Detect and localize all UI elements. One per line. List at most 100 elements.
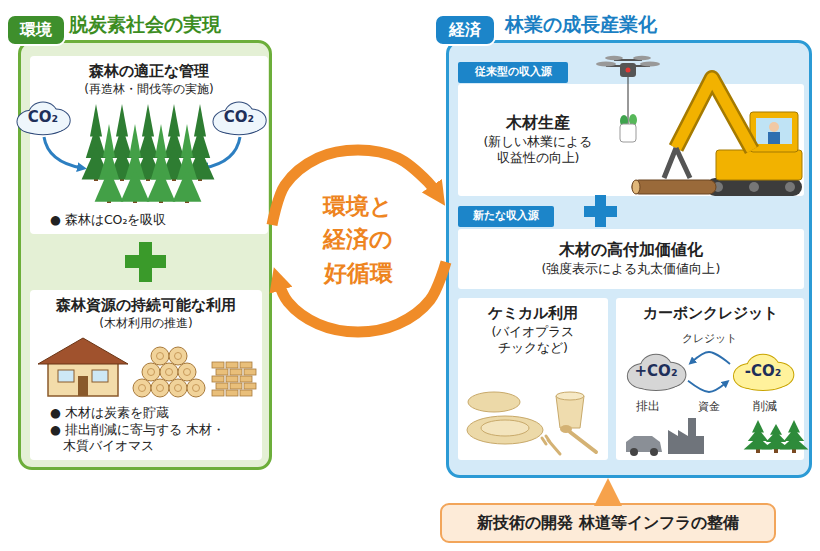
title-green: 脱炭素社会の実現	[69, 12, 221, 37]
tree-crown	[173, 168, 202, 201]
excavator-body	[716, 150, 802, 180]
lumber-plank	[212, 376, 224, 382]
bottom-text: 新技術の開発 林道等インフラの整備	[477, 513, 739, 534]
tableware-illustration	[467, 392, 596, 454]
house-window	[92, 370, 108, 382]
box-sub: (新しい林業による 収益性の向上)	[484, 134, 593, 167]
tag-text: 経済	[449, 20, 481, 41]
spoon	[570, 432, 596, 452]
edge-label: クレジット	[682, 331, 737, 346]
house-wall	[48, 360, 118, 396]
edge-label-text: 資金	[698, 400, 720, 413]
co2-cloud: +CO₂	[624, 352, 688, 392]
forest-illustration	[82, 104, 215, 203]
panel-tag: 経済	[434, 14, 496, 46]
lumber-plank	[216, 369, 228, 375]
income-box: 木材の高付加価値化(強度表示による丸太価値向上)	[458, 229, 804, 289]
cloud-text: CO₂	[28, 108, 58, 128]
lumber-plank	[230, 383, 242, 389]
box-title: 木材の高付加価値化	[559, 240, 703, 261]
absorb-tree-icons	[744, 420, 809, 453]
rotor	[596, 62, 616, 67]
boom	[676, 78, 752, 150]
log-end	[178, 363, 196, 381]
sec-sub: (木材利用の推進)	[99, 316, 192, 332]
edge-label: 資金	[698, 399, 720, 414]
log-end	[169, 379, 187, 397]
cloud-text: -CO₂	[745, 362, 782, 382]
plate	[467, 416, 543, 444]
log	[632, 180, 716, 194]
drone-illustration	[596, 56, 660, 142]
icon-caption-text: 削減	[753, 399, 777, 413]
tree-crown	[95, 168, 124, 201]
blue-plus	[584, 195, 617, 227]
emission-icons	[626, 418, 704, 456]
rotor	[640, 62, 660, 67]
center-text: 環境と 経済の 好循環	[323, 190, 393, 290]
box-sub: (バイオプラス チックなど)	[492, 324, 575, 357]
track	[706, 178, 802, 196]
co2-cloud: -CO₂	[730, 352, 796, 392]
lumber-plank	[244, 369, 256, 375]
lumber-pile	[212, 362, 256, 396]
lumber-plank	[216, 383, 228, 389]
box-title2: カーボンクレジット	[643, 304, 778, 324]
box-title2: ケミカル利用	[488, 304, 578, 324]
house-window	[58, 370, 74, 382]
log-end	[151, 379, 169, 397]
flow-arrow	[688, 381, 726, 392]
lumber-plank	[212, 390, 224, 396]
sec-sub: (再造林・間伐等の実施)	[84, 82, 213, 98]
box-title: 木材生産	[506, 113, 570, 134]
plus-bar	[584, 206, 617, 217]
flow-arrow	[692, 352, 730, 364]
plate	[468, 392, 520, 412]
lumber-plank	[230, 369, 242, 375]
house-roof	[38, 338, 128, 364]
tree-crown	[147, 168, 176, 201]
bullet: ● 木材は炭素を貯蔵	[50, 405, 240, 421]
bullet: ● 森林はCO₂を吸収	[50, 212, 240, 228]
cycle-arrow	[278, 262, 446, 332]
sec-title: 森林資源の持続可能な利用	[56, 296, 236, 316]
co2-cloud: CO₂	[14, 100, 72, 136]
cloud-text: +CO₂	[635, 362, 678, 382]
factory-icon	[668, 418, 704, 454]
edge-label-text: クレジット	[682, 332, 737, 345]
tag-text: 環境	[20, 20, 52, 41]
income-tag: 新たな収入源	[458, 206, 554, 227]
lumber-plank	[244, 383, 256, 389]
log-pile	[133, 347, 205, 397]
grapple	[664, 148, 690, 178]
tree-crown	[780, 437, 809, 450]
lumber-plank	[212, 362, 224, 368]
seedling-bag	[620, 124, 636, 142]
rotor	[633, 56, 651, 60]
lumber-plank	[240, 390, 252, 396]
box-sub: (強度表示による丸太価値向上)	[542, 261, 721, 277]
house-illustration	[38, 338, 128, 396]
log-end	[151, 347, 169, 365]
cycle-arrow	[272, 150, 437, 225]
lumber-plank	[240, 376, 252, 382]
plus-bar	[125, 255, 166, 268]
log-end	[169, 347, 187, 365]
support-box: 新技術の開発 林道等インフラの整備	[440, 503, 776, 543]
log-end	[160, 363, 178, 381]
panel-tag: 環境	[6, 14, 66, 46]
sec-title: 森林の適正な管理	[89, 62, 209, 82]
co2-cloud: CO₂	[210, 100, 268, 136]
house-door	[78, 376, 88, 396]
icon-caption: 排出	[636, 398, 660, 415]
green-plus	[125, 242, 166, 282]
absorb-arrow	[44, 137, 82, 168]
flow-arrow	[600, 495, 616, 503]
excavator-illustration	[632, 78, 802, 196]
log-end	[142, 363, 160, 381]
bullet: ● 排出削減に寄与する 木材・木質バイオマス	[50, 422, 240, 455]
absorb-arrow	[204, 137, 240, 168]
title-blue: 林業の成長産業化	[505, 12, 657, 37]
log-end	[187, 379, 205, 397]
